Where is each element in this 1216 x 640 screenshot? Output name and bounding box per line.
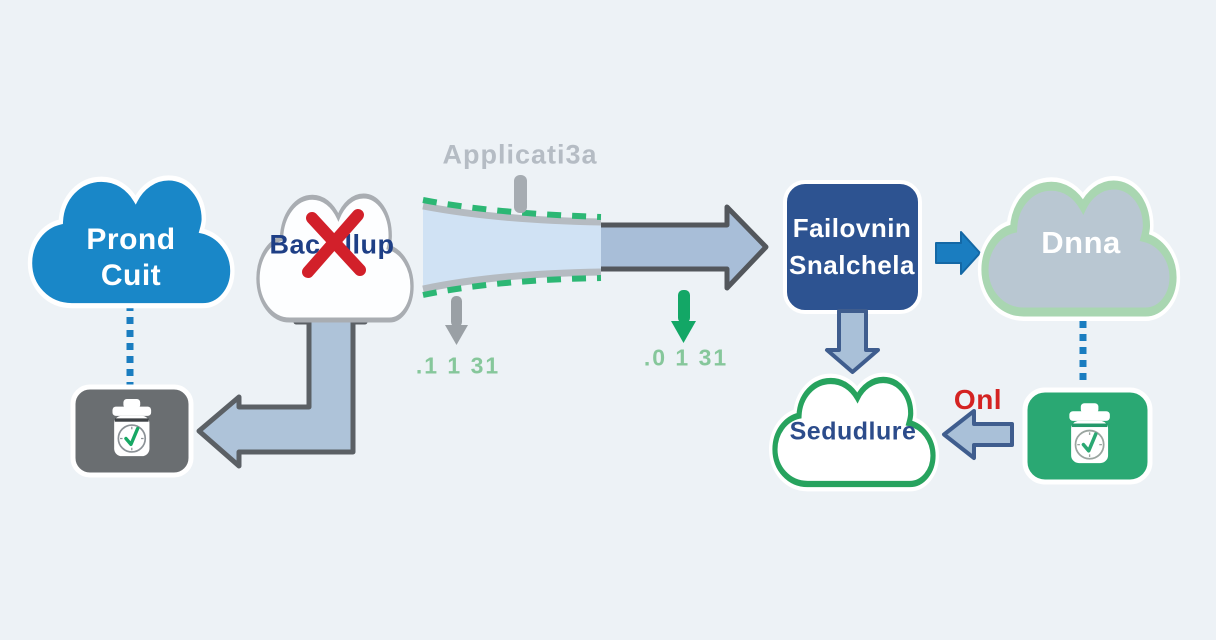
funnel-top-dashes xyxy=(422,197,602,220)
application-label: Applicati3a xyxy=(442,139,598,170)
onl-label: Onl xyxy=(953,384,1003,415)
metric-right-label: .0 1 31 xyxy=(643,344,729,371)
metric-left-label: .1 1 31 xyxy=(415,352,501,379)
funnel-pipe xyxy=(422,197,602,298)
trash-clock-icon xyxy=(112,399,152,457)
funnel-bottom-band xyxy=(422,268,602,293)
prod-cloud-label-line1: Prond xyxy=(86,223,176,256)
gray-retention-square xyxy=(70,384,194,478)
prod-cloud-label-line2: Cuit xyxy=(100,259,162,292)
backup-label-prefix: Bac xyxy=(269,229,321,260)
green-square-to-schedule-arrow xyxy=(942,409,1014,460)
failover-to-schedule-arrow xyxy=(825,309,880,374)
failover-label-line2: Snalchela xyxy=(789,250,915,280)
green-down-arrow xyxy=(671,290,696,343)
red-x-mark-icon xyxy=(302,209,366,278)
funnel-body xyxy=(423,206,601,289)
failover-label-line1: Failovnin xyxy=(792,213,912,243)
funnel-bottom-dashes xyxy=(422,275,602,298)
application-pointer-bar xyxy=(514,175,527,213)
blue-right-arrow xyxy=(935,231,981,275)
gray-down-arrow xyxy=(445,296,468,345)
green-retention-square xyxy=(1022,387,1153,485)
dnna-cloud-label: Dnna xyxy=(1041,225,1121,260)
trash-clock-icon xyxy=(1069,403,1110,464)
schedule-cloud-label: Sedudlure xyxy=(789,417,917,446)
funnel-top-band xyxy=(422,202,602,226)
